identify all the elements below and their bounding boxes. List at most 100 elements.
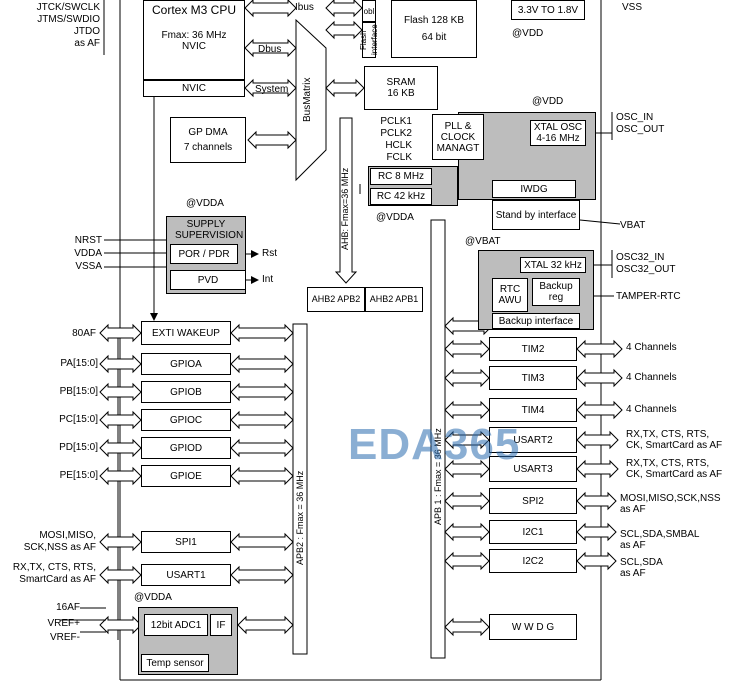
sram-label: SRAM xyxy=(386,77,416,88)
portc-pins: PC[15:0] xyxy=(59,414,98,425)
bus-arrow xyxy=(444,400,490,420)
supply-title: SUPPLY SUPERVISION xyxy=(175,219,244,241)
ahb2apb1-bridge: AHB2 APB1 xyxy=(365,287,423,312)
bus-arrow xyxy=(576,459,619,479)
vdda-label-2: @VDDA xyxy=(376,212,414,223)
flash-memory: Flash 128 KB 64 bit xyxy=(391,0,477,58)
jtag-pin-2: JTMS/SWDIO xyxy=(37,14,100,25)
bus-arrow xyxy=(230,438,294,458)
portb-pins: PB[15:0] xyxy=(59,386,98,397)
rst-signal: Rst xyxy=(262,248,277,259)
bus-arrow xyxy=(444,617,490,637)
spi1-block: SPI1 xyxy=(141,531,231,553)
usart2-pins-1: RX,TX, CTS, RTS, xyxy=(626,429,710,440)
bus-arrow xyxy=(444,368,490,388)
tim2-pins: 4 Channels xyxy=(626,342,677,353)
tim3-block: TIM3 xyxy=(489,366,577,390)
flash-width: 64 bit xyxy=(421,32,447,43)
bus-arrow xyxy=(230,466,294,486)
jtag-pin-3: JTDO xyxy=(73,26,100,37)
wwdg-block: W W D G xyxy=(489,614,577,640)
bus-arrow xyxy=(230,323,294,343)
usart1-pins-2: SmartCard as AF xyxy=(19,574,96,585)
bus-arrow xyxy=(237,615,294,635)
gpiod-block: GPIOD xyxy=(141,437,231,459)
gpdma-label: GP DMA xyxy=(188,127,228,138)
bus-arrow xyxy=(576,491,617,511)
ibus-label: Ibus xyxy=(295,2,314,13)
i2c1-block: I2C1 xyxy=(489,520,577,544)
rc-42khz: RC 42 kHz xyxy=(370,188,432,205)
adc-pins-2: VREF+ xyxy=(47,618,80,629)
i2c2-pins-1: SCL,SDA xyxy=(620,557,663,568)
sram-block: SRAM 16 KB xyxy=(364,66,438,110)
pll-clock-managt: PLL & CLOCK MANAGT xyxy=(432,114,484,160)
iwdg-block: IWDG xyxy=(492,180,576,198)
nrst-pin: NRST xyxy=(74,235,102,246)
por-pdr: POR / PDR xyxy=(170,244,238,264)
osc-in-pin: OSC_IN xyxy=(616,112,654,123)
apb2-bus-label: APB2 : Fmax = 36 MHz xyxy=(295,470,305,565)
osc-out-pin: OSC_OUT xyxy=(616,124,665,135)
gp-dma: GP DMA 7 channels xyxy=(170,117,246,163)
cpu-fmax: Fmax: 36 MHz xyxy=(161,30,227,41)
bus-arrow xyxy=(444,522,490,542)
cpu-title: Cortex M3 CPU xyxy=(151,3,237,17)
i2c2-block: I2C2 xyxy=(489,549,577,573)
portd-pins: PD[15:0] xyxy=(59,442,98,453)
spi2-block: SPI2 xyxy=(489,488,577,514)
ahb-bus-label: AHB: Fmax=36 MHz xyxy=(340,167,350,250)
backup-reg: Backup reg xyxy=(532,278,580,306)
osc32-out-pin: OSC32_OUT xyxy=(616,264,676,275)
gpiob-block: GPIOB xyxy=(141,381,231,403)
vdd-label: @VDD xyxy=(512,28,544,39)
usart2-pins-2: CK, SmartCard as AF xyxy=(626,440,723,451)
bus-arrow xyxy=(230,354,294,374)
spi2-pins-2: as AF xyxy=(620,504,646,515)
tim4-pins: 4 Channels xyxy=(626,404,677,415)
bus-arrow xyxy=(576,400,623,420)
usart3-pins-1: RX,TX, CTS, RTS, xyxy=(626,458,710,469)
bus-arrow xyxy=(244,0,297,18)
vss-label: VSS xyxy=(622,2,643,13)
pclk2-label: PCLK2 xyxy=(380,128,412,139)
gpioa-block: GPIOA xyxy=(141,353,231,375)
spi1-pins-1: MOSI,MISO, xyxy=(39,530,96,541)
af80-pin: 80AF xyxy=(72,328,96,339)
busmatrix-label: BusMatrix xyxy=(302,77,313,122)
sram-size: 16 KB xyxy=(387,88,415,99)
vssa-pin: VSSA xyxy=(75,261,102,272)
vdda-label-1: @VDDA xyxy=(186,198,224,209)
vbat-pin: VBAT xyxy=(620,220,646,231)
jtag-pin-4: as AF xyxy=(74,38,100,49)
bus-arrow xyxy=(325,20,363,40)
porte-pins: PE[15:0] xyxy=(59,470,98,481)
hclk-label: HCLK xyxy=(385,140,412,151)
adc1-block: 12bit ADC1 xyxy=(144,614,208,636)
bus-arrow xyxy=(244,78,297,98)
gpioe-block: GPIOE xyxy=(141,465,231,487)
tim4-block: TIM4 xyxy=(489,398,577,422)
bus-arrow xyxy=(230,565,294,585)
bus-arrow xyxy=(576,368,623,388)
rc-8mhz: RC 8 MHz xyxy=(370,168,432,185)
rtc-awu: RTC AWU xyxy=(492,278,528,312)
bus-arrow xyxy=(576,430,619,450)
temp-sensor: Temp sensor xyxy=(141,654,209,672)
tim2-block: TIM2 xyxy=(489,337,577,361)
bus-arrow xyxy=(247,130,297,150)
vdd-label-2: @VDD xyxy=(532,96,564,107)
nvic-block: NVIC xyxy=(143,80,245,97)
cpu-nvic-label: NVIC xyxy=(182,41,206,52)
bus-arrow xyxy=(576,522,617,542)
bus-arrow xyxy=(230,532,294,552)
xtal-32khz: XTAL 32 kHz xyxy=(520,257,586,273)
voltage-regulator: 3.3V TO 1.8V xyxy=(511,0,585,20)
gpdma-channels: 7 channels xyxy=(183,142,233,153)
flash-interface: Flash interface xyxy=(359,22,379,58)
adc-pins-3: VREF- xyxy=(50,632,80,643)
i2c2-pins-2: as AF xyxy=(620,568,646,579)
pclk1-label: PCLK1 xyxy=(380,116,412,127)
